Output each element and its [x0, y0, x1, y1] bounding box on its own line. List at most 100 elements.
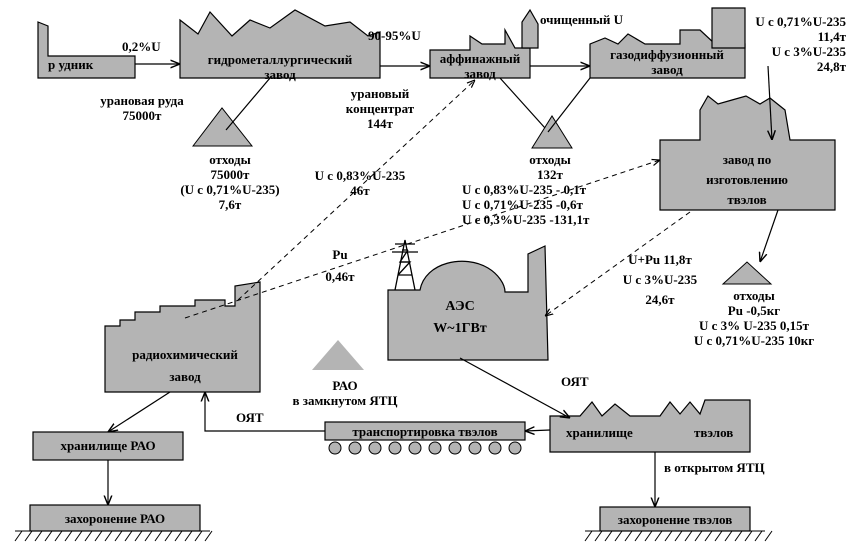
hatch-stroke — [155, 531, 162, 541]
hatch-stroke — [725, 531, 732, 541]
concentrate-label-line-2: концентрат — [335, 101, 425, 116]
transport-label: транспортировка твэлов — [325, 424, 525, 439]
open-cycle-label: в открытом ЯТЦ — [664, 460, 765, 475]
fuel-plant-label-line-1: завод по — [662, 150, 832, 170]
transport-wheel — [389, 442, 401, 454]
spent-fuel-label-npp: ОЯТ — [561, 374, 589, 389]
hatch-stroke — [145, 531, 152, 541]
npp-label: АЭС W~1ГВт — [400, 296, 520, 340]
hatch-stroke — [715, 531, 722, 541]
rao-burial-label: захоронение РАО — [30, 511, 200, 526]
hatch-stroke — [75, 531, 82, 541]
hatch-stroke — [185, 531, 192, 541]
fuel-burial-label: захоронение твэлов — [600, 512, 750, 527]
hatch-stroke — [35, 531, 42, 541]
spent-fuel-label-transport: ОЯТ — [236, 410, 264, 425]
fuel-plant-label-line-3: твэлов — [662, 190, 832, 210]
hatch-stroke — [655, 531, 662, 541]
hatch-stroke — [15, 531, 22, 541]
transport-wheel — [509, 442, 521, 454]
transport-wheel — [449, 442, 461, 454]
hatch-stroke — [95, 531, 102, 541]
hatch-stroke — [675, 531, 682, 541]
hydromet-waste-line-3: (U с 0,71%U-235) — [160, 182, 300, 197]
hatch-stroke — [205, 531, 212, 541]
hydrometallurgical-plant-label: гидрометаллургический завод — [182, 52, 378, 82]
hatch-stroke — [705, 531, 712, 541]
ore-grade-label: 0,2%U — [122, 39, 161, 54]
hydromet-waste-line-4: 7,6т — [160, 197, 300, 212]
hatch-stroke — [605, 531, 612, 541]
hatch-stroke — [635, 531, 642, 541]
power-line-tower — [392, 240, 418, 290]
hatch-stroke — [115, 531, 122, 541]
hatch-stroke — [585, 531, 592, 541]
enriched-line-4: 24,8т — [700, 59, 846, 74]
hatch-stroke — [645, 531, 652, 541]
hatch-stroke — [665, 531, 672, 541]
hatch-stroke — [755, 531, 762, 541]
fuel-storage-label-left: хранилище — [566, 425, 633, 440]
spent-composition-line-1: U с 0,83%U-235 - 0,1т — [462, 182, 589, 197]
concentrate-label-line-3: 144т — [335, 116, 425, 131]
mox-line-2: U с 3%U-235 — [600, 270, 720, 290]
rao-storage-label: хранилище РАО — [33, 438, 183, 453]
affinage-label-line-1: аффинажный — [432, 51, 528, 66]
npp-label-line-1: АЭС — [400, 296, 520, 318]
enriched-line-2: 11,4т — [700, 29, 846, 44]
hatch-stroke — [165, 531, 172, 541]
hatch-stroke — [45, 531, 52, 541]
hatch-stroke — [745, 531, 752, 541]
fuel-plant-waste-line-2: Pu -0,5кг — [664, 303, 844, 318]
hatch-stroke — [685, 531, 692, 541]
ore-label: урановая руда 75000т — [82, 93, 202, 123]
rao-closed-line-1: РАО — [270, 378, 420, 393]
hatch-stroke — [135, 531, 142, 541]
plutonium-label: Pu 0,46т — [310, 244, 370, 288]
hatch-stroke — [65, 531, 72, 541]
hatch-stroke — [25, 531, 32, 541]
hydromet-label-line-2: завод — [182, 67, 378, 82]
radiochemical-label-line-2: завод — [115, 366, 255, 388]
fuel-plant-waste-line-3: U с 3% U-235 0,15т — [664, 318, 844, 333]
hydromet-waste-label: отходы 75000т (U с 0,71%U-235) 7,6т — [160, 152, 300, 212]
fuel-plant-waste-line-4: U с 0,71%U-235 10кг — [664, 333, 844, 348]
affinage-waste-line-2: 132т — [500, 167, 600, 182]
plutonium-line-2: 0,46т — [310, 266, 370, 288]
affinage-plant-label: аффинажный завод — [432, 51, 528, 81]
rao-closed-line-2: в замкнутом ЯТЦ — [270, 393, 420, 408]
affinage-label-line-2: завод — [432, 66, 528, 81]
hatch-stroke — [55, 531, 62, 541]
spent-fuel-composition-label: U с 0,83%U-235 - 0,1т U с 0,71%U-235 -0,… — [462, 182, 589, 227]
transport-wheel — [489, 442, 501, 454]
hatch-stroke — [175, 531, 182, 541]
hydromet-waste-line-1: отходы — [160, 152, 300, 167]
ore-label-line-2: 75000т — [82, 108, 202, 123]
spent-composition-line-3: U с 0,3%U-235 -131,1т — [462, 212, 589, 227]
hatch-stroke — [735, 531, 742, 541]
hatch-stroke — [595, 531, 602, 541]
fuel-plant-label-line-2: изготовлению — [662, 170, 832, 190]
recycled-u-line-1: U с 0,83%U-235 — [290, 168, 430, 183]
hydromet-waste-line-2: 75000т — [160, 167, 300, 182]
concentrate-grade-label: 90-95%U — [368, 28, 421, 43]
hydromet-label-line-1: гидрометаллургический — [182, 52, 378, 67]
transport-wheel — [409, 442, 421, 454]
ground-hatching — [15, 531, 772, 541]
rao-closed-cycle-label: РАО в замкнутом ЯТЦ — [270, 378, 420, 408]
hatch-stroke — [125, 531, 132, 541]
transport-wheel — [329, 442, 341, 454]
fuel-plant-waste-line-1: отходы — [664, 288, 844, 303]
enriched-line-1: U с 0,71%U-235 — [700, 14, 846, 29]
concentrate-label-line-1: урановый — [335, 86, 425, 101]
gas-diffusion-output-label: U с 0,71%U-235 11,4т U с 3%U-235 24,8т — [700, 14, 846, 74]
hatch-stroke — [765, 531, 772, 541]
hatch-stroke — [85, 531, 92, 541]
ore-label-line-1: урановая руда — [82, 93, 202, 108]
purified-u-label: очищенный U — [540, 12, 623, 27]
spent-composition-line-2: U с 0,71%U-235 -0,6т — [462, 197, 589, 212]
radiochemical-plant-label: радиохимический завод — [115, 344, 255, 388]
fuel-plant-waste-label: отходы Pu -0,5кг U с 3% U-235 0,15т U с … — [664, 288, 844, 348]
fuel-element-plant-label: завод по изготовлению твэлов — [662, 150, 832, 210]
